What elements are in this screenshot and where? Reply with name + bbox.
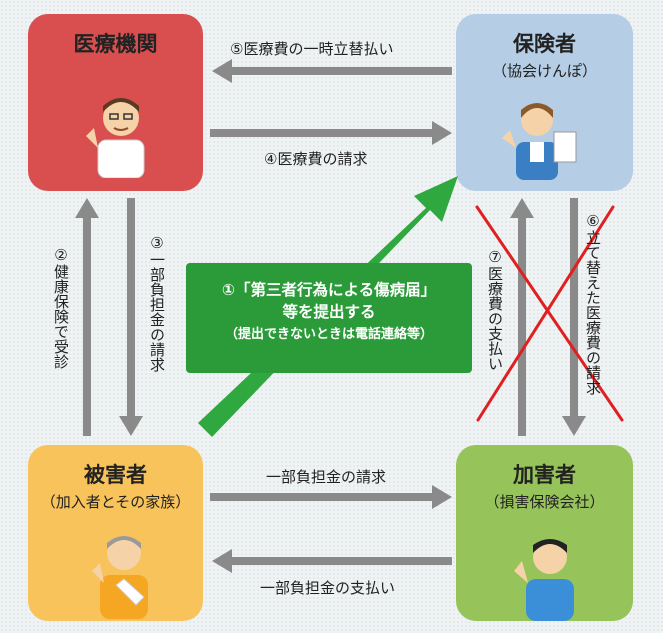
notice-line-2: 等を提出する — [282, 303, 376, 321]
node-hospital: 医療機関 — [28, 14, 203, 191]
perpetrator-person-icon — [514, 539, 574, 621]
arrow-victim-to-hospital — [75, 198, 99, 436]
arrow-label-victim-to-perp: 一部負担金の請求 — [266, 468, 387, 486]
node-perpetrator-subtitle: （損害保険会社） — [484, 493, 605, 511]
node-insurer-title: 保険者 — [513, 32, 576, 56]
node-hospital-title: 医療機関 — [73, 32, 158, 56]
node-insurer-subtitle: （協会けんぽ） — [491, 62, 597, 80]
insurance-staff-icon — [502, 103, 577, 180]
arrow-label-6: ⑥立て替えた医療費の請求 — [584, 212, 602, 395]
notice-box: ①「第三者行為による傷病届」 等を提出する （提出できないときは電話連絡等） — [186, 263, 472, 373]
node-victim: 被害者 （加入者とその家族） — [28, 445, 203, 621]
arrow-hospital-to-insurer — [210, 121, 452, 145]
arrow-label-perp-to-victim: 一部負担金の支払い — [260, 579, 396, 597]
arrow-perpetrator-to-insurer — [510, 198, 534, 436]
node-victim-title: 被害者 — [84, 463, 147, 487]
arrow-label-7: ⑦医療費の支払い — [486, 248, 504, 371]
arrow-label-4: ④医療費の請求 — [264, 150, 368, 168]
notice-line-1: ①「第三者行為による傷病届」 — [221, 281, 437, 299]
node-victim-subtitle: （加入者とその家族） — [40, 493, 191, 511]
cross-out-mark — [475, 205, 624, 422]
doctor-icon — [86, 98, 145, 178]
node-insurer: 保険者 （協会けんぽ） — [456, 14, 633, 191]
arrow-label-2: ②健康保険で受診 — [52, 246, 70, 369]
arrow-insurer-to-perpetrator — [562, 198, 586, 436]
node-perpetrator-title: 加害者 — [513, 463, 576, 487]
arrow-label-5: ⑤医療費の一時立替払い — [230, 40, 394, 58]
node-perpetrator: 加害者 （損害保険会社） — [456, 445, 633, 621]
notice-line-3: （提出できないときは電話連絡等） — [224, 327, 433, 342]
arrow-label-3: ③一部負担金の請求 — [148, 234, 166, 372]
injured-person-icon — [92, 536, 148, 619]
arrow-victim-to-perpetrator — [210, 485, 452, 509]
arrow-insurer-to-hospital — [212, 59, 452, 83]
arrow-perpetrator-to-victim — [212, 549, 452, 573]
arrow-hospital-to-victim — [119, 198, 143, 436]
